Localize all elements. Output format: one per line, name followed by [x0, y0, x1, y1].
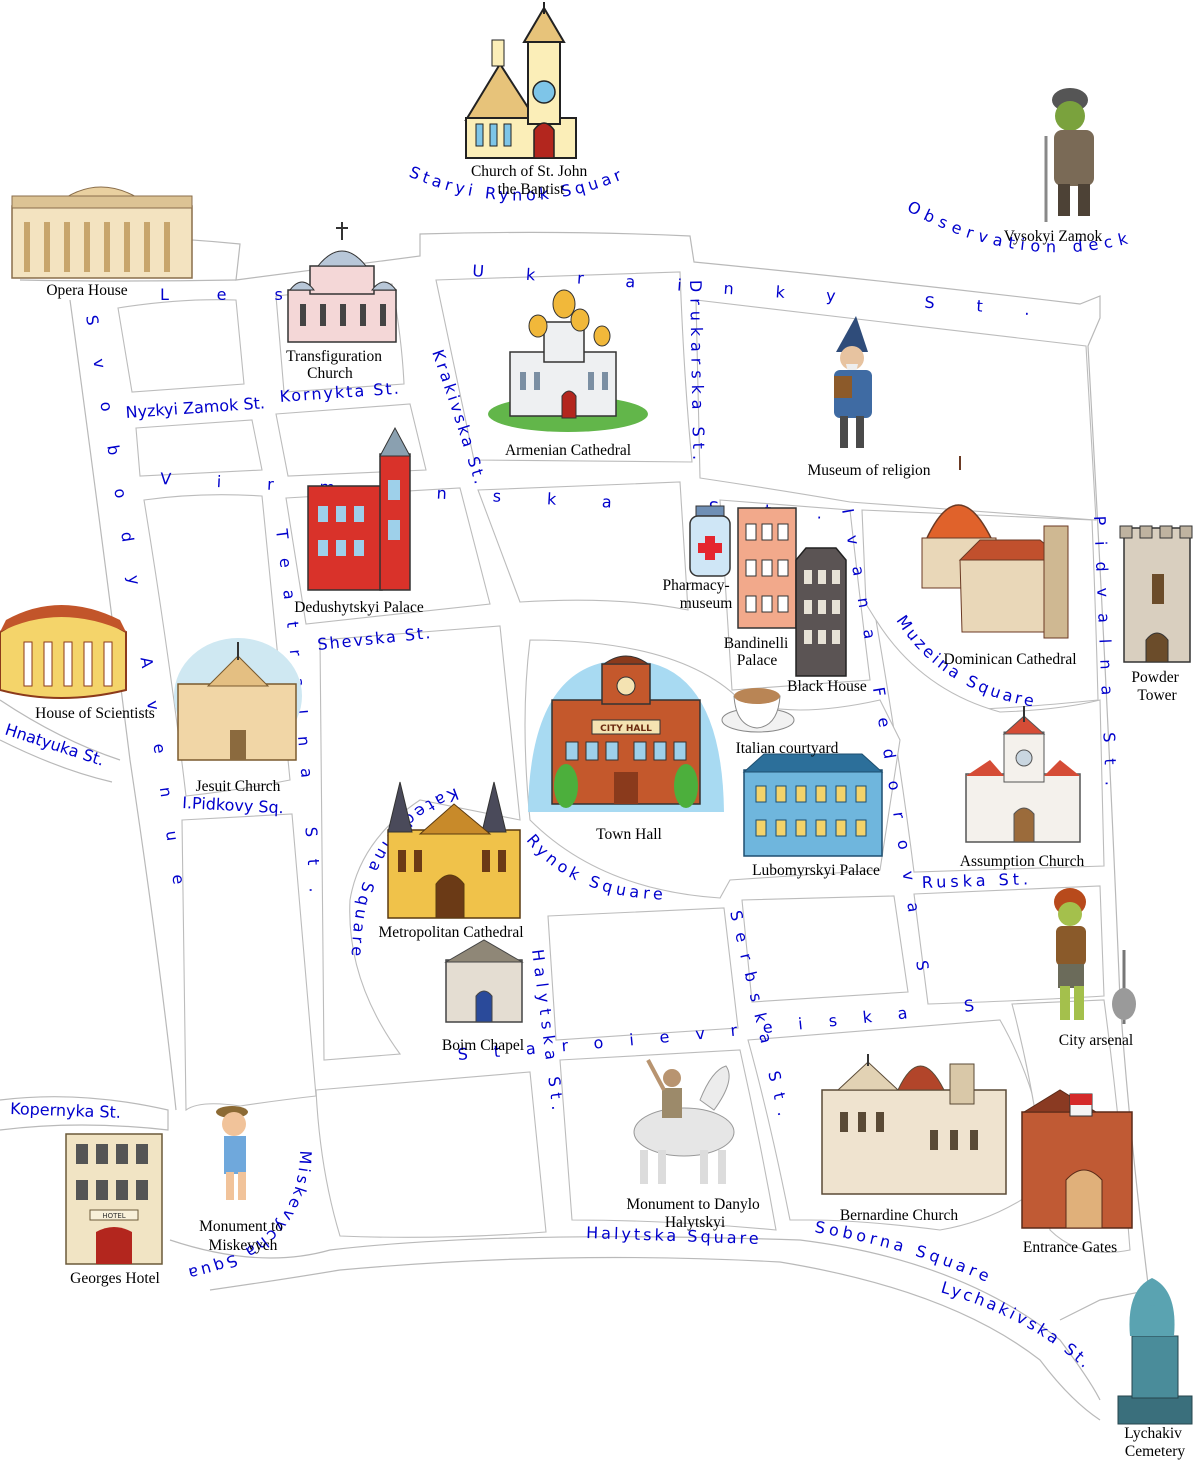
metropolitan-cathedral-icon[interactable] — [387, 781, 521, 919]
label-dedushytskyi: Dedushytskyi Palace — [294, 599, 424, 616]
label-metropolitan: Metropolitan Cathedral — [378, 924, 523, 941]
monument-danylo-halytskyi-icon[interactable] — [633, 1059, 735, 1184]
black-house-icon[interactable] — [795, 547, 847, 677]
armenian-cathedral-icon[interactable] — [488, 289, 648, 432]
label-miskevych: Monument to Miskevych — [199, 1218, 287, 1254]
dedushytskyi-palace-icon[interactable] — [307, 426, 411, 591]
city-hall-sign: CITY HALL — [600, 724, 652, 734]
label-house-scientists: House of Scientists — [35, 705, 155, 722]
label-museum-religion: Museum of religion — [807, 462, 930, 479]
street-lychakivska: Lychakivska St. — [939, 1278, 1097, 1374]
boim-chapel-icon[interactable] — [444, 939, 524, 1023]
lubomyrskyi-palace-icon[interactable] — [742, 753, 884, 857]
street-observation-deck: Observation deck — [904, 197, 1135, 256]
label-pharmacy-museum: Pharmacy- museum — [662, 577, 733, 612]
label-black-house: Black House — [787, 678, 867, 695]
label-transfiguration: Transfiguration Church — [286, 348, 386, 382]
transfiguration-church-icon[interactable] — [287, 222, 398, 343]
bandinelli-palace-icon[interactable] — [737, 507, 797, 629]
town-hall-icon[interactable]: CITY HALL — [528, 655, 724, 812]
church-st-john-icon[interactable] — [464, 2, 577, 159]
label-powder-tower: Powder Tower — [1131, 669, 1182, 704]
italian-courtyard-icon[interactable] — [721, 688, 795, 733]
dominican-cathedral-icon[interactable] — [921, 456, 1069, 639]
label-town-hall: Town Hall — [596, 826, 662, 843]
city-arsenal-figure-icon[interactable] — [1054, 888, 1136, 1024]
label-italian-courtyard: Italian courtyard — [736, 740, 839, 757]
label-st-john: Church of St. John the Baptist — [471, 163, 591, 198]
street-nyzkyi-zamok: Nyzkyi Zamok St. — [125, 393, 266, 422]
street-hnatyuka: Hnatyuka St. — [3, 720, 107, 770]
bernardine-church-icon[interactable] — [821, 1054, 1007, 1195]
street-kopernyka: Kopernyka St. — [10, 1099, 121, 1122]
label-bandinelli: Bandinelli Palace — [724, 635, 792, 669]
label-armenian-cathedral: Armenian Cathedral — [505, 442, 631, 459]
entrance-gates-icon[interactable] — [1021, 1089, 1133, 1229]
street-ruska: Ruska St. — [921, 869, 1032, 892]
label-dominican: Dominican Cathedral — [944, 651, 1077, 668]
label-entrance-gates: Entrance Gates — [1023, 1239, 1117, 1256]
label-danylo: Monument to Danylo Halytskyi — [626, 1196, 763, 1231]
georges-hotel-icon[interactable]: HOTEL — [65, 1133, 163, 1265]
label-assumption: Assumption Church — [960, 853, 1085, 870]
assumption-church-icon[interactable] — [965, 706, 1081, 843]
label-opera-house: Opera House — [46, 282, 127, 299]
street-soborna-square: Soborna Square — [813, 1217, 995, 1287]
vysokyi-zamok-figure-icon[interactable] — [1044, 88, 1094, 222]
label-lychakiv: Lychakiv Cemetery — [1124, 1425, 1186, 1460]
monument-miskevych-figure-icon[interactable] — [216, 1106, 248, 1200]
label-boim-chapel: Boim Chapel — [442, 1037, 524, 1054]
powder-tower-icon[interactable] — [1119, 525, 1193, 663]
label-jesuit: Jesuit Church — [196, 778, 281, 795]
jesuit-church-icon[interactable] — [174, 638, 302, 761]
pharmacy-museum-icon[interactable] — [689, 505, 731, 577]
opera-house-icon[interactable] — [11, 186, 193, 279]
label-vysokyi-zamok: Vysokyi Zamok — [1004, 228, 1103, 245]
label-lubomyrskyi: Lubomyrskyi Palace — [752, 862, 880, 879]
hotel-sign: HOTEL — [102, 1212, 125, 1220]
museum-of-religion-figure-icon[interactable] — [834, 316, 872, 448]
place-labels: Church of St. John the Baptist Opera Hou… — [35, 163, 1186, 1460]
street-i-pidkovy-square: I.Pidkovy Sq. — [182, 793, 284, 817]
label-city-arsenal: City arsenal — [1059, 1032, 1133, 1049]
lychakiv-cemetery-statue-icon[interactable] — [1117, 1278, 1193, 1425]
label-bernardine: Bernardine Church — [840, 1207, 959, 1224]
street-drukarska: Drukarska St. — [686, 280, 708, 467]
label-georges-hotel: Georges Hotel — [70, 1270, 160, 1287]
house-of-scientists-icon[interactable] — [0, 605, 127, 699]
